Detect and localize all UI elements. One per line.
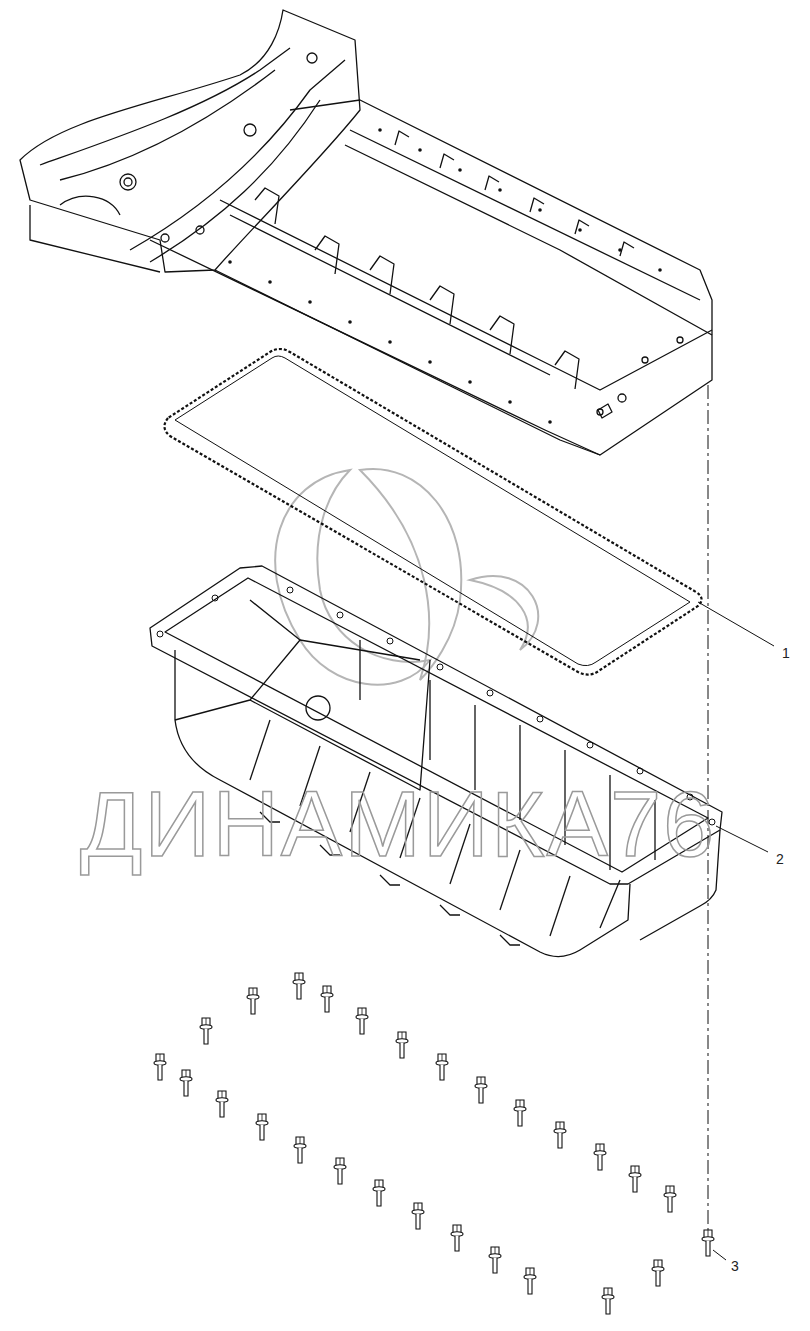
bolt [489,1247,501,1273]
callout-number: 3 [729,1258,741,1274]
bolt [554,1122,566,1148]
bolt [652,1260,664,1286]
bolt [334,1158,346,1184]
bolt [294,1137,306,1163]
bolt [594,1144,606,1170]
leader-line [713,1250,726,1260]
bolt [702,1230,714,1256]
watermark-logo [275,469,538,685]
bolt [602,1288,614,1314]
bolt [216,1091,228,1117]
watermark: ДИНАМИКА76 [80,778,716,870]
oil-pan [150,566,722,957]
bolt [514,1100,526,1126]
bolt [200,1018,212,1044]
bolt [436,1054,448,1080]
bolt [524,1268,536,1294]
bolts [154,973,714,1314]
bolt [247,988,259,1014]
bolt [396,1032,408,1058]
bolt [180,1070,192,1096]
bolt [664,1186,676,1212]
leader-line [716,826,768,852]
bolt [321,986,333,1012]
bolt [475,1077,487,1103]
leader-line [698,602,774,646]
bolt [629,1166,641,1192]
gasket [164,349,701,675]
bolt [373,1180,385,1206]
bolt [412,1203,424,1229]
bolt [154,1054,166,1080]
bolt [356,1008,368,1034]
bolt [293,973,305,999]
callout-number: 2 [774,851,786,867]
engine-block [20,10,712,455]
callout-number: 1 [780,645,792,661]
bolt [256,1114,268,1140]
block-bolt-holes [228,128,662,424]
bolt [451,1225,463,1251]
